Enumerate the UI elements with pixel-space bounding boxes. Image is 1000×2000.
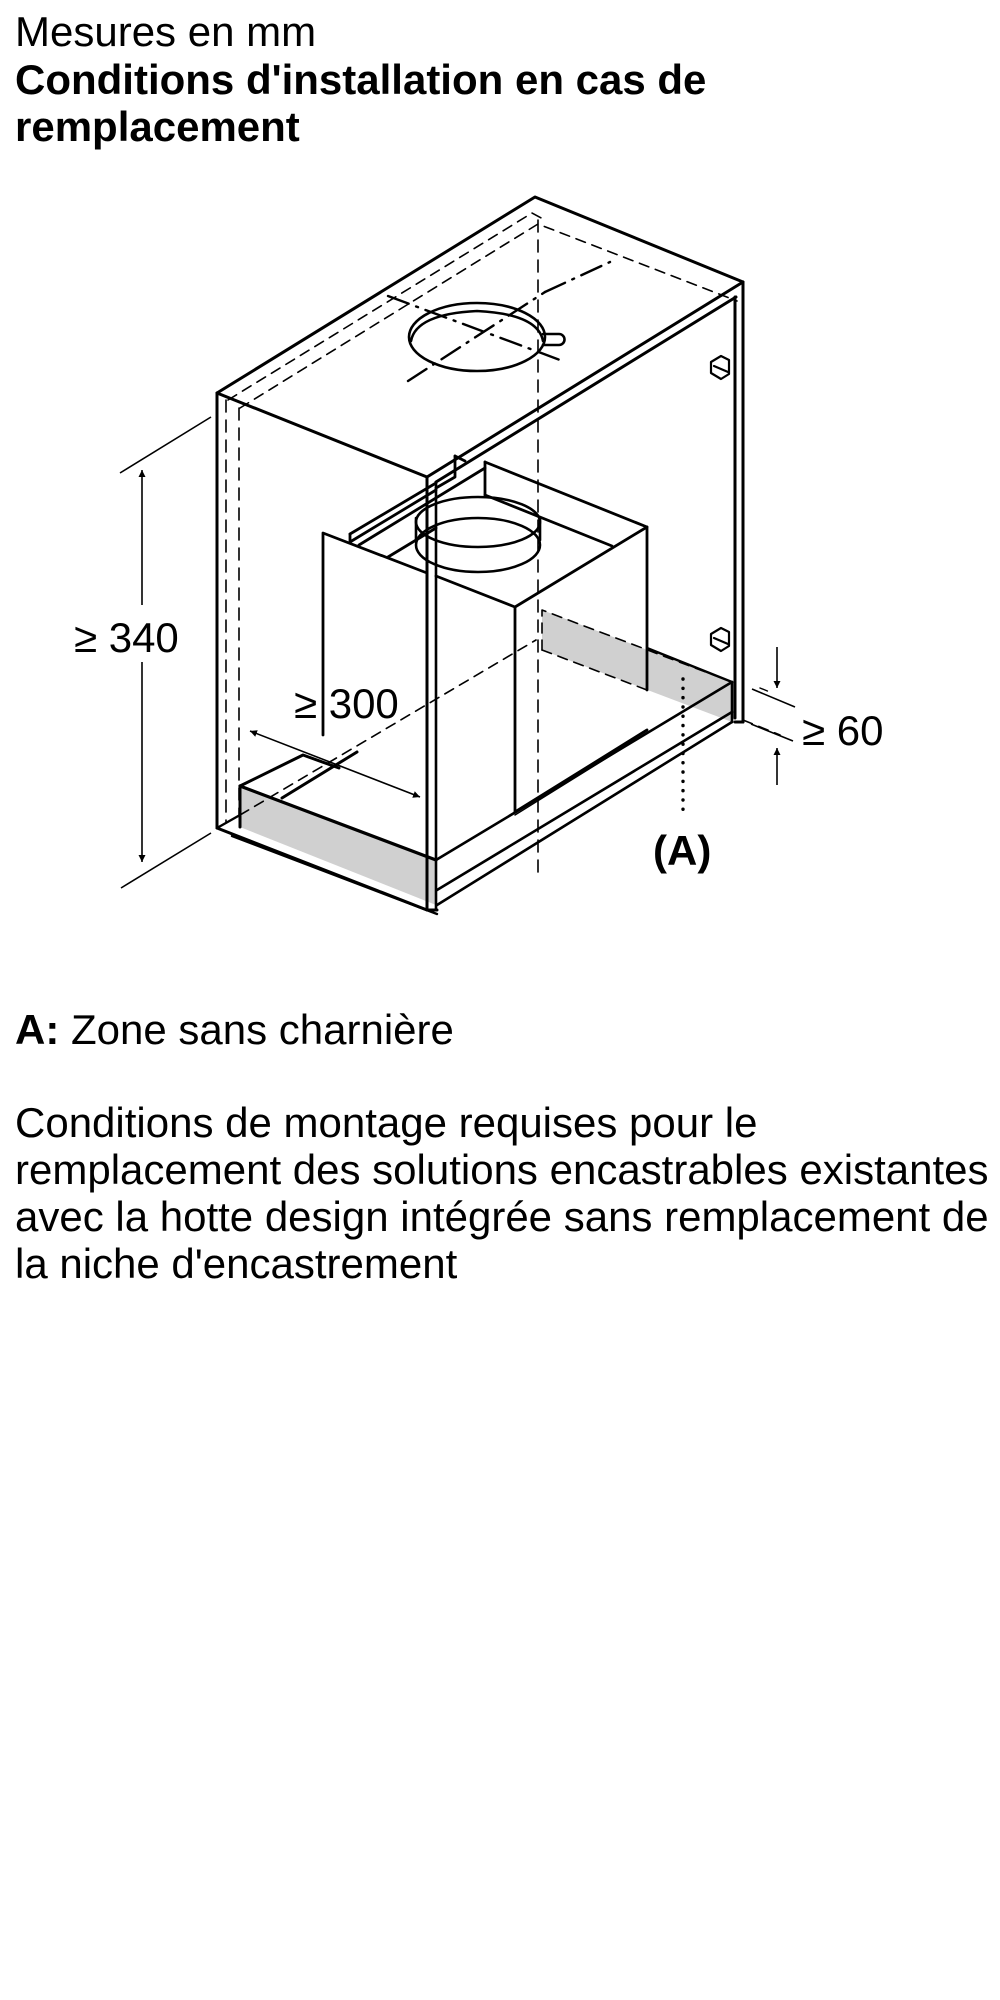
legend: A: Zone sans charnière: [15, 1006, 454, 1054]
page-title: Conditions d'installation en cas de remp…: [15, 56, 707, 150]
hinge-icon: [709, 626, 731, 653]
legend-key: A:: [15, 1006, 60, 1053]
dimension-gap-label: ≥ 60: [802, 707, 883, 754]
shaded-zone-back: [542, 610, 732, 722]
hinge-icon: [709, 354, 731, 381]
dimension-depth: [249, 730, 421, 798]
cabinet: [215, 195, 781, 916]
hood-unit: [321, 454, 649, 816]
installation-diagram: ≥ 340 ≥ 300 ≥ 60 (A): [74, 195, 883, 916]
shaded-zone-front: [240, 786, 436, 905]
units-subtitle: Mesures en mm: [15, 8, 317, 55]
top-duct-opening: [407, 301, 566, 373]
hood-duct-collar: [414, 495, 542, 574]
legend-text: Zone sans charnière: [71, 1006, 454, 1053]
header: Mesures en mm Conditions d'installation …: [15, 8, 995, 150]
dimension-gap: [750, 647, 796, 785]
callout-label: (A): [653, 827, 711, 874]
dimension-depth-label: ≥ 300: [294, 680, 399, 727]
description: Conditions de montage requises pour le r…: [15, 1099, 989, 1287]
dimension-height-label: ≥ 340: [74, 614, 179, 661]
dimension-height: [119, 416, 212, 889]
